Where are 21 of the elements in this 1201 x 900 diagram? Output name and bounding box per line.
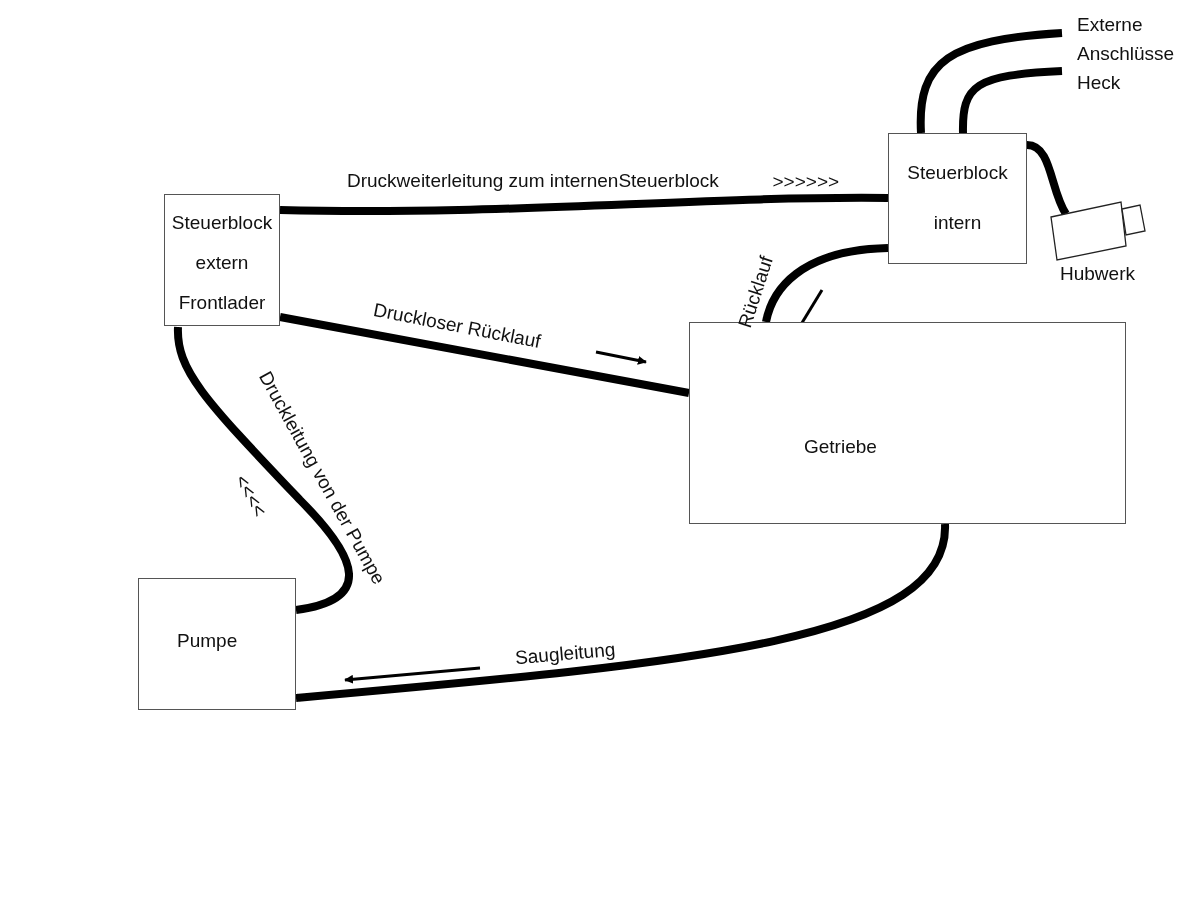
hose-line xyxy=(762,244,889,323)
connection-label: Externe Anschlüsse Heck xyxy=(1077,13,1176,95)
box-label: Getriebe xyxy=(804,435,878,459)
hose-line xyxy=(959,67,1063,134)
device-label: Hubwerk xyxy=(1060,262,1135,286)
edge-label: Druckloser Rücklauf xyxy=(371,299,543,353)
flow-direction-marks: <<<< xyxy=(229,471,271,521)
flow-direction-marks: >>>>>> xyxy=(772,171,840,193)
box-label: Steuerblock intern xyxy=(906,161,1009,235)
box-label: Steuerblock extern Frontlader xyxy=(170,211,274,315)
hose-line xyxy=(279,193,888,216)
hose-line xyxy=(279,313,690,397)
component-box xyxy=(888,133,1027,264)
box-label: Pumpe xyxy=(177,629,239,653)
component-box xyxy=(138,578,296,710)
hose-line xyxy=(916,29,1063,134)
edge-label: Druckweiterleitung zum internenSteuerblock xyxy=(347,170,719,192)
edge-label: Saugleitung xyxy=(514,638,617,670)
hose-line xyxy=(295,523,949,702)
hose-line xyxy=(174,326,353,614)
component-box xyxy=(164,194,280,326)
